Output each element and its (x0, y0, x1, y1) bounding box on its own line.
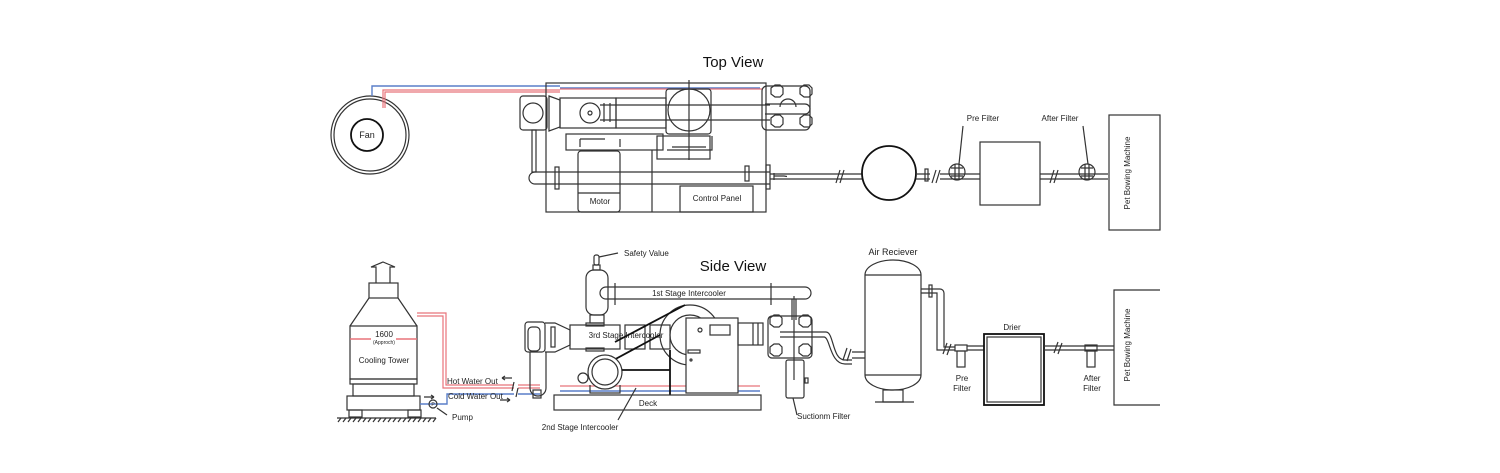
fan-label: Fan (359, 130, 375, 140)
top-water-lines (371, 85, 763, 108)
cooling-tower-capacity: 1600 (375, 330, 393, 339)
drier-label: Drier (1003, 323, 1021, 332)
motor-label: Motor (590, 197, 611, 206)
top-blowing-machine: Pet Bowing Machine (1108, 114, 1161, 231)
cooling-tower-capacity-note: (Approch) (373, 340, 395, 346)
side-machine-label: Pet Bowing Machine (1123, 308, 1132, 381)
air-receiver-label: Air Reciever (868, 247, 917, 257)
side-pre-filter-label-1: Pre (956, 374, 969, 383)
second-stage-intercooler-label: 2nd Stage Intercooler (542, 423, 619, 432)
top-compressor: Motor Control Panel (519, 80, 862, 213)
fan: Fan (330, 95, 410, 175)
drier: Drier (983, 323, 1045, 406)
side-after-filter: After Filter (1044, 341, 1114, 393)
top-view: Top View Fan (330, 54, 1161, 231)
side-compressor: Safety Value 1st Stage Intercooler 3rd S… (524, 249, 852, 432)
deck-label: Deck (639, 399, 658, 408)
side-blowing-machine: Pet Bowing Machine (1113, 289, 1160, 406)
top-view-title: Top View (703, 54, 764, 71)
control-panel-label: Control Panel (693, 194, 742, 203)
pump-label: Pump (452, 413, 473, 422)
top-air-receiver (861, 145, 980, 201)
pump-symbol: P (431, 402, 435, 408)
side-pre-filter: Pre Filter (953, 344, 984, 393)
cooling-tower-label: Cooling Tower (359, 356, 410, 365)
cold-water-label: Cold Water Out (448, 392, 504, 401)
top-machine-label: Pet Bowing Machine (1123, 136, 1132, 209)
top-after-filter: After Filter (1040, 114, 1108, 184)
hot-water-label: Hot Water Out (447, 377, 499, 386)
safety-valve-label: Safety Value (624, 249, 669, 258)
suction-filter-label: Suctionm Filter (797, 412, 851, 421)
top-pre-filter: Pre Filter (948, 114, 1000, 181)
cooling-tower: 1600 (Approch) Cooling Tower (337, 261, 437, 423)
side-after-filter-label-2: Filter (1083, 384, 1101, 393)
side-view: Side View 1600 (Approch) Cooling Tower (337, 247, 1160, 432)
side-pre-filter-label-2: Filter (953, 384, 971, 393)
air-receiver: Air Reciever (852, 247, 955, 403)
top-pre-filter-label: Pre Filter (967, 114, 1000, 123)
top-drier (979, 141, 1041, 206)
side-water-lines: P Pump Hot Water Out Cold Water Out (417, 312, 760, 422)
first-stage-intercooler-label: 1st Stage Intercooler (652, 289, 726, 298)
top-after-filter-label: After Filter (1042, 114, 1079, 123)
side-after-filter-label-1: After (1084, 374, 1101, 383)
side-view-title: Side View (700, 258, 767, 275)
